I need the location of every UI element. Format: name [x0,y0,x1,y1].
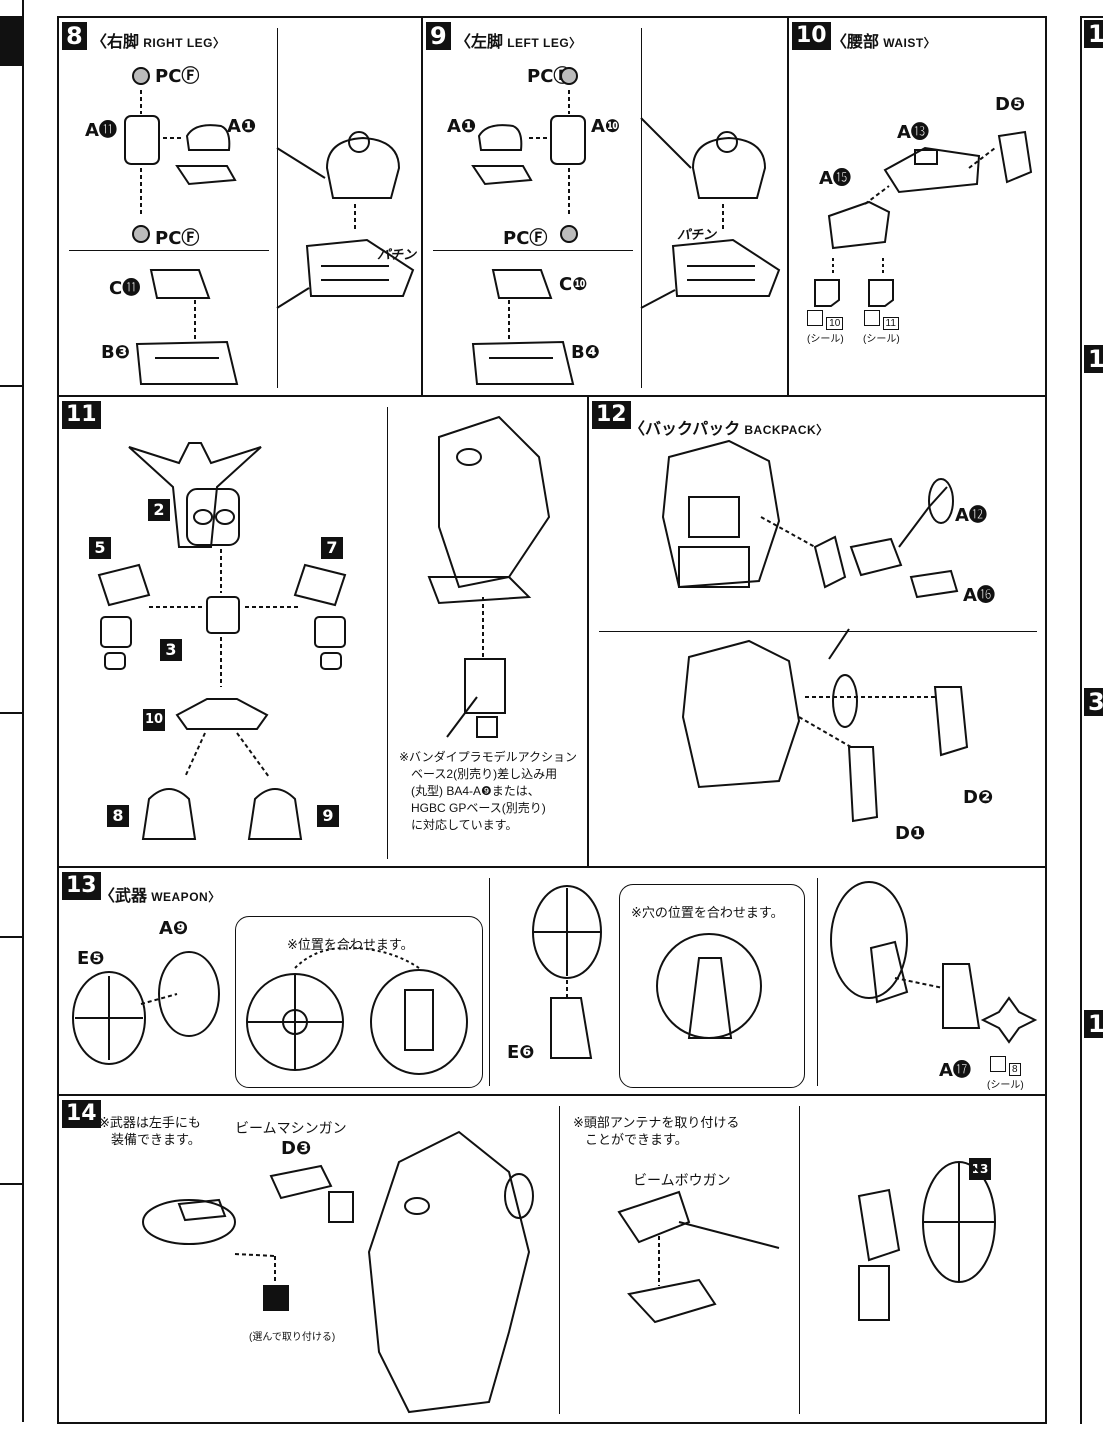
sub-divider-vertical [387,407,388,859]
part-label: D❺ [995,94,1026,115]
part-ref-13: 13 [969,1158,991,1180]
step-10-panel: 10 〈腰部 WAIST〉 D❺ A⓭ A⓯ 10 (シール) 11 (シール) [787,16,1047,397]
weapon-name: ビームマシンガン [235,1120,347,1136]
right-page-edge [1080,16,1103,1424]
part-label: D❶ [895,823,926,844]
right-edge-step: 3 [1084,688,1103,716]
sticker-ref-8: 8 (シール) [987,1056,1024,1091]
part-label: D❷ [963,787,994,808]
left-hand-note: ※武器は左手にも 装備できます。 [99,1115,201,1147]
part-label: A❶ [227,116,257,137]
part-label: D❸ [281,1138,312,1159]
sub-divider [69,250,269,251]
part-label: PCⒻ [503,228,548,249]
step-9-panel: 9 〈左脚 LEFT LEG〉 PCⒻ A❶ A❿ PCⒻ C❿ B❹ パチン [421,16,789,397]
part-label: A⓭ [897,122,929,143]
antenna-note: ※頭部アンテナを取り付ける ことができます。 [573,1115,740,1147]
part-ref-10: 10 [143,709,165,731]
part-label: A❾ [159,918,189,939]
step-number: 11 [62,401,101,429]
part-ref-5: 5 [89,537,111,559]
left-page-divider [0,385,22,387]
step-8-panel: 8 〈右脚 RIGHT LEG〉 PCⒻ A⓫ A❶ PCⒻ C⓫ B❸ パチン [57,16,423,397]
part-label: PCⒻ [155,228,200,249]
align-note: ※位置を合わせます。 [287,937,414,952]
sub-divider-vertical [799,1106,800,1414]
step-title: 〈右脚 RIGHT LEG〉 [91,34,226,51]
waist-parts-illustration [814,130,1033,307]
left-page-divider [0,936,22,938]
position-detail-box [235,916,483,1088]
part-label: A⓫ [85,120,117,141]
leg-parts-illustration [471,67,781,385]
part-label: A⓰ [963,585,995,606]
weapon-name: ビームボウガン [633,1172,731,1188]
right-edge-step: 1 [1084,20,1103,48]
part-label: A⓯ [819,168,851,189]
step-13-panel: 13 〈武器 WEAPON〉 A❾ E❺ E❻ A⓱ 8 (シール) ※位置を合… [57,866,1047,1096]
part-label: A⓱ [939,1060,971,1081]
left-page-divider [0,712,22,714]
sub-divider-vertical [641,28,642,388]
sticker-ref-11: 11 (シール) [863,310,900,345]
part-label: A❿ [591,116,621,137]
part-ref-8: 8 [107,805,129,827]
step-11-panel: 11 2 5 7 3 10 8 9 [57,395,589,868]
step-number: 12 [592,401,631,429]
snap-sound: パチン [677,227,717,242]
part-label: PCⒻ [155,66,200,87]
sub-divider [433,250,633,251]
part-ref-2: 2 [148,499,170,521]
part-label: B❹ [571,342,600,363]
part-label: E❺ [77,948,105,969]
part-ref-9: 9 [317,805,339,827]
step-number: 9 [426,22,451,50]
step-12-panel: 12 〈バックパック BACKPACK〉 A⓬ A⓰ D❷ D❶ [587,395,1047,868]
step-title: 〈武器 WEAPON〉 [99,888,221,905]
part-label: A❶ [447,116,477,137]
sub-divider-vertical [817,878,818,1086]
right-edge-step: 1 [1084,1010,1103,1038]
choose-note: (選んで取り付ける) [249,1332,336,1343]
part-label: C❿ [559,274,588,295]
sub-divider-vertical [277,28,278,388]
part-label: E❻ [507,1042,535,1063]
part-ref-7: 7 [321,537,343,559]
part-ref-3: 3 [160,639,182,661]
step-title: 〈バックパック BACKPACK〉 [629,421,829,438]
final-assembly-illustration [142,1130,996,1414]
backpack-assembly-illustration [661,439,969,823]
step-14-panel: 14 ※武器は左手にも 装備できます。 ビームマシンガン D❸ (選んで取り付け… [57,1094,1047,1424]
leg-parts-illustration [124,67,415,385]
hole-detail-box [619,884,805,1088]
sticker-ref-10: 10 (シール) [807,310,844,345]
action-base-note: ※バンダイプラモデルアクション ベース2(別売り)差し込み用 (丸型) BA4-… [399,750,578,832]
part-label: B❸ [101,342,130,363]
part-label: A⓬ [955,505,987,526]
left-page-tab [0,16,22,66]
right-edge-step: 1 [1084,345,1103,373]
left-page-edge [0,0,24,1422]
full-body-assembly-illustration [97,415,551,840]
step-number: 14 [62,1100,101,1128]
step-number: 10 [792,22,831,50]
sub-divider [599,631,1037,632]
sub-divider-vertical [559,1106,560,1414]
weapon-assembly-illustration [72,881,1038,1075]
sub-divider-vertical [489,878,490,1086]
step-number: 8 [62,22,87,50]
step-title: 〈左脚 LEFT LEG〉 [455,34,582,51]
part-label: PCⒻ [527,66,572,87]
left-page-divider [0,1183,22,1185]
step-number: 13 [62,872,101,900]
snap-sound: パチン [377,247,417,262]
hole-align-note: ※穴の位置を合わせます。 [631,905,784,920]
step-title: 〈腰部 WAIST〉 [831,34,937,51]
part-label: C⓫ [109,278,141,299]
